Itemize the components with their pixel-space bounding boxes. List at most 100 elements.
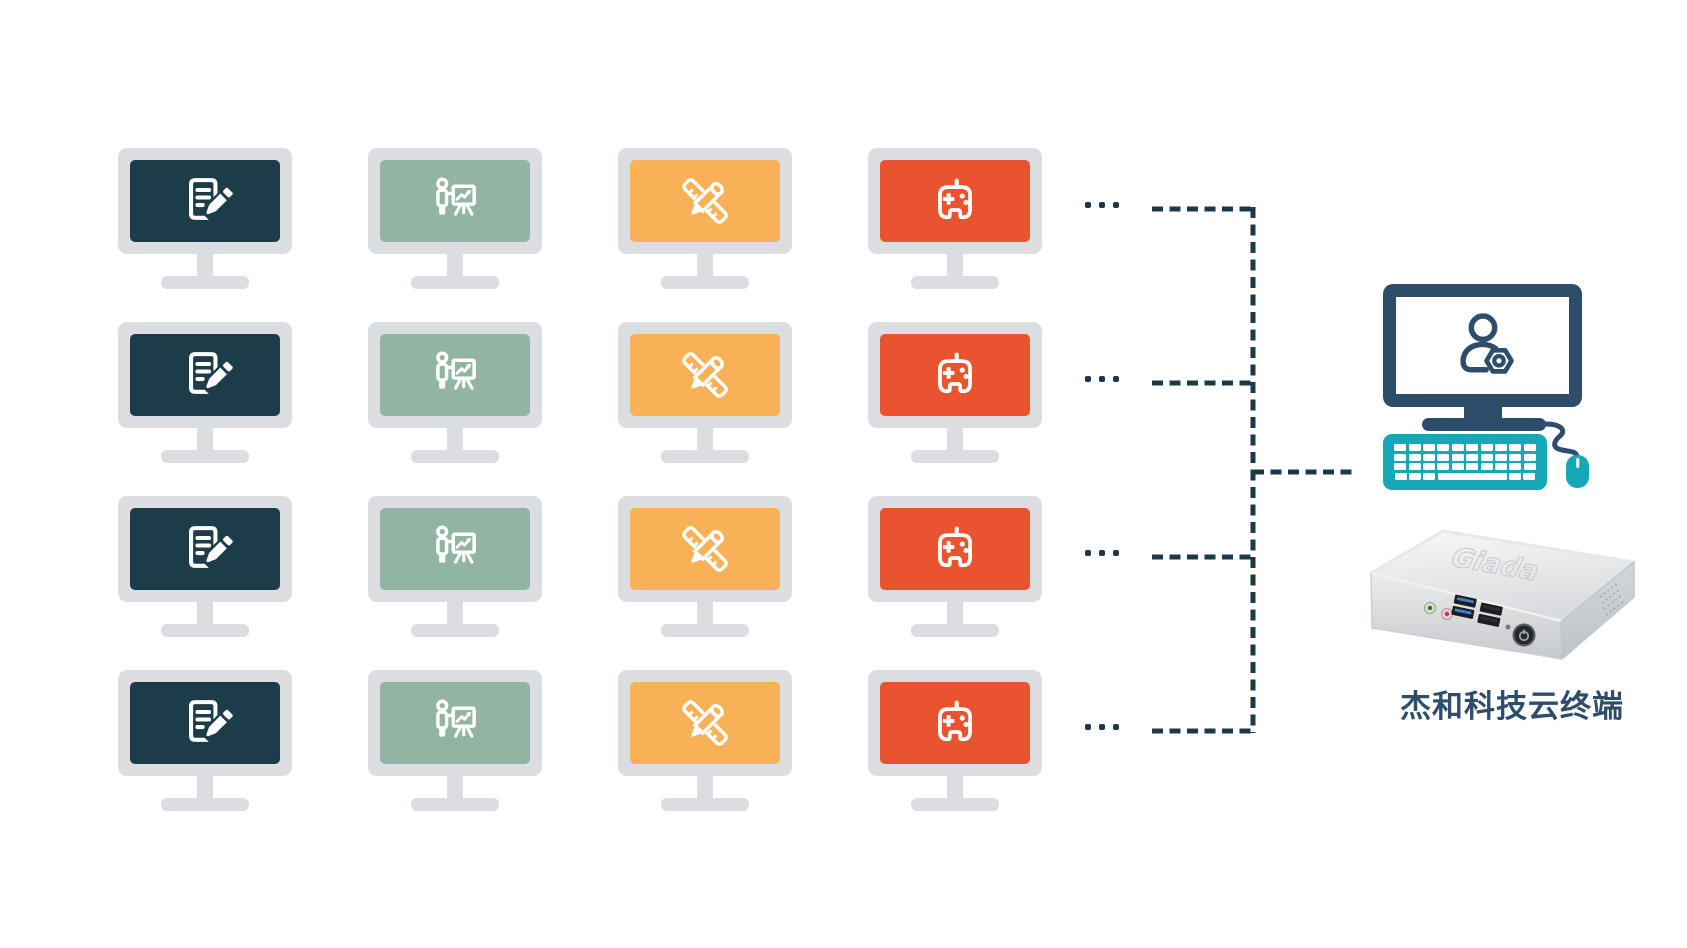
monitor-bezel xyxy=(368,496,542,602)
monitor-stand-base xyxy=(411,450,499,463)
client-monitor xyxy=(118,148,292,289)
keyboard-key xyxy=(1466,453,1479,461)
host-monitor-stand-base xyxy=(1422,418,1546,431)
monitor-screen xyxy=(380,160,530,242)
monitor-stand-base xyxy=(661,450,749,463)
client-monitor xyxy=(618,496,792,637)
gamepad-icon xyxy=(938,178,972,220)
keyboard-key xyxy=(1509,472,1522,480)
keyboard-key xyxy=(1408,444,1421,452)
keyboard-key xyxy=(1408,463,1421,471)
gamepad-icon xyxy=(938,526,972,568)
monitor-screen xyxy=(130,508,280,590)
monitor-stand-base xyxy=(161,624,249,637)
client-monitor xyxy=(118,496,292,637)
user-gear-icon xyxy=(1459,312,1514,374)
presentation-chart-icon xyxy=(436,177,476,216)
monitor-stand-neck xyxy=(947,776,963,799)
monitor-stand-base xyxy=(161,798,249,811)
usb3-ports xyxy=(1451,594,1477,619)
keyboard-key xyxy=(1523,472,1536,480)
monitor-screen xyxy=(630,334,780,416)
keyboard-key xyxy=(1451,463,1464,471)
host-monitor xyxy=(1383,284,1582,407)
monitor-screen xyxy=(880,682,1030,764)
client-monitor xyxy=(618,322,792,463)
monitor-stand-neck xyxy=(697,428,713,451)
keyboard-key xyxy=(1437,453,1450,461)
keyboard-key xyxy=(1523,444,1536,452)
client-monitor xyxy=(118,322,292,463)
keyboard-key xyxy=(1408,472,1421,480)
keyboard-key xyxy=(1437,463,1450,471)
ellipsis-dots xyxy=(1085,202,1119,208)
monitor-stand-neck xyxy=(947,254,963,277)
keyboard-key xyxy=(1423,444,1436,452)
gamepad-icon xyxy=(938,352,972,394)
ellipsis-dot xyxy=(1099,724,1105,730)
ellipsis-dot xyxy=(1099,376,1105,382)
keyboard-key xyxy=(1394,472,1407,480)
monitor-stand-neck xyxy=(197,254,213,277)
client-monitor xyxy=(618,148,792,289)
keyboard-key xyxy=(1423,453,1436,461)
keyboard-key xyxy=(1480,453,1493,461)
monitor-screen xyxy=(380,508,530,590)
monitor-row-2 xyxy=(118,322,1042,463)
keyboard-key xyxy=(1394,453,1407,461)
ellipsis-dot xyxy=(1099,550,1105,556)
keyboard-key xyxy=(1494,444,1507,452)
device-right-face xyxy=(1560,561,1635,660)
monitor-screen xyxy=(630,160,780,242)
keyboard-key xyxy=(1451,453,1464,461)
keyboard-key xyxy=(1466,444,1479,452)
monitor-row-3 xyxy=(118,496,1042,637)
client-monitor xyxy=(868,322,1042,463)
document-edit-icon xyxy=(189,526,234,569)
monitor-screen xyxy=(880,508,1030,590)
ellipsis-dot xyxy=(1085,550,1091,556)
keyboard-key xyxy=(1509,463,1522,471)
monitor-bezel xyxy=(868,670,1042,776)
client-monitor xyxy=(868,670,1042,811)
keyboard-row xyxy=(1394,453,1536,461)
keyboard-key xyxy=(1523,453,1536,461)
cloud-terminal-device: Giada xyxy=(1369,529,1636,660)
client-monitor xyxy=(118,670,292,811)
ellipsis-dot xyxy=(1085,202,1091,208)
client-monitor xyxy=(368,496,542,637)
keyboard-key xyxy=(1437,444,1450,452)
document-edit-icon xyxy=(189,178,234,221)
client-monitor xyxy=(868,148,1042,289)
keyboard-key xyxy=(1466,463,1479,471)
status-led xyxy=(1505,624,1511,630)
keyboard-key xyxy=(1451,444,1464,452)
keyboard-spacebar xyxy=(1437,472,1507,480)
monitor-bezel xyxy=(118,148,292,254)
monitor-screen xyxy=(630,508,780,590)
monitor-stand-neck xyxy=(697,254,713,277)
mouse-cable xyxy=(1543,421,1580,461)
keyboard-row xyxy=(1394,463,1536,471)
keyboard-key xyxy=(1480,463,1493,471)
monitor-screen xyxy=(380,334,530,416)
monitor-stand-base xyxy=(911,276,999,289)
monitor-screen xyxy=(880,160,1030,242)
keyboard-key xyxy=(1394,463,1407,471)
keyboard-key xyxy=(1423,463,1436,471)
ellipsis-dot xyxy=(1085,376,1091,382)
document-edit-icon xyxy=(189,352,234,395)
ellipsis-dot xyxy=(1113,376,1119,382)
client-monitor xyxy=(618,670,792,811)
monitor-bezel xyxy=(118,496,292,602)
mic-jack-pink xyxy=(1441,608,1453,620)
keyboard-key xyxy=(1423,472,1436,480)
host-keyboard xyxy=(1383,434,1547,490)
monitor-stand-base xyxy=(161,450,249,463)
monitor-stand-neck xyxy=(447,254,463,277)
ruler-pencil-icon xyxy=(682,700,728,746)
monitor-bezel xyxy=(618,148,792,254)
monitor-bezel xyxy=(118,322,292,428)
client-monitor xyxy=(368,670,542,811)
